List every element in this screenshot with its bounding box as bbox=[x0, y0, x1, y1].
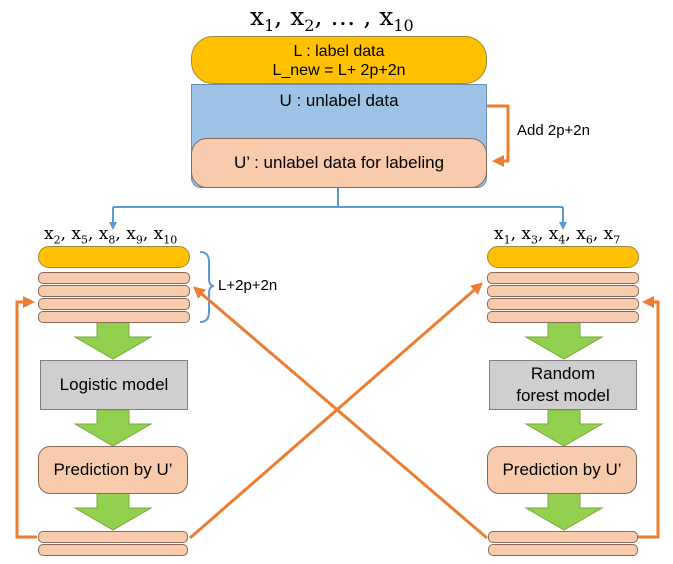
right-unlabeled-stripe bbox=[487, 285, 639, 297]
right-prediction-box: Prediction by U’ bbox=[487, 446, 637, 494]
left-labeled-block bbox=[38, 246, 190, 268]
unlabel-for-labeling-box: U’ : unlabel data for labeling bbox=[191, 138, 487, 188]
green-arrow-right-1 bbox=[524, 321, 604, 360]
right-feature-sub: 1 bbox=[503, 233, 511, 247]
split-connector bbox=[113, 188, 563, 208]
left-unlabeled-stripe bbox=[38, 311, 190, 323]
right-feedback-arrow bbox=[638, 296, 660, 539]
label-data-box: L : label data L_new = L+ 2p+2n bbox=[191, 36, 487, 84]
left-feature-sub: 5 bbox=[81, 233, 88, 247]
add-label: Add 2p+2n bbox=[517, 122, 590, 139]
green-arrow-left-1 bbox=[73, 321, 153, 360]
left-brace bbox=[199, 251, 215, 323]
left-output-stripe bbox=[38, 531, 188, 543]
right-feature-sub: 4 bbox=[558, 233, 566, 247]
right-prediction-label: Prediction by U’ bbox=[502, 460, 622, 479]
right-feature-sub: 7 bbox=[613, 233, 621, 247]
brace-label: L+2p+2n bbox=[218, 277, 278, 294]
title-x1: x bbox=[250, 2, 265, 31]
random-forest-model-label: Random forest model bbox=[516, 364, 610, 405]
left-feature-sub: 8 bbox=[108, 233, 116, 247]
logistic-model-box: Logistic model bbox=[40, 360, 188, 410]
logistic-model-label: Logistic model bbox=[59, 375, 169, 394]
title-x10: , … , x bbox=[314, 2, 394, 31]
title-sub2: 2 bbox=[304, 16, 315, 35]
right-unlabeled-stripe bbox=[487, 272, 639, 284]
right-feature-sub: 6 bbox=[585, 233, 593, 247]
left-prediction-label: Prediction by U’ bbox=[53, 460, 173, 479]
left-feature-sub: 10 bbox=[163, 233, 178, 247]
add-loop-arrow bbox=[487, 104, 510, 167]
right-output-stripe bbox=[488, 531, 638, 543]
left-prediction-box: Prediction by U’ bbox=[38, 446, 188, 494]
label-data-title: L : label data bbox=[293, 43, 385, 60]
left-unlabeled-stripe bbox=[38, 285, 190, 297]
green-arrow-right-2 bbox=[524, 409, 604, 447]
green-arrow-right-3 bbox=[524, 492, 604, 531]
random-forest-model-box: Random forest model bbox=[489, 360, 637, 410]
green-arrow-left-3 bbox=[73, 492, 153, 531]
cross-arrow-right-to-left bbox=[192, 286, 488, 540]
cross-arrow-left-to-right bbox=[189, 282, 484, 540]
label-new-formula: L_new = L+ 2p+2n bbox=[272, 62, 406, 79]
left-feature-sub: 9 bbox=[135, 233, 143, 247]
right-labeled-block bbox=[487, 246, 639, 268]
diagram-title: x1, x2, … , x10 bbox=[250, 2, 430, 35]
title-sub1: 1 bbox=[264, 16, 275, 35]
left-unlabeled-stripe bbox=[38, 272, 190, 284]
title-sub3: 10 bbox=[393, 16, 414, 35]
left-feature-set: x2, x5, x8, x9, x10 bbox=[44, 224, 178, 247]
left-unlabeled-stripe bbox=[38, 298, 190, 310]
right-unlabeled-stripe bbox=[487, 298, 639, 310]
unlabel-for-labeling-label: U’ : unlabel data for labeling bbox=[233, 153, 445, 172]
left-output-stripe bbox=[38, 544, 188, 556]
right-unlabeled-stripe bbox=[487, 311, 639, 323]
unlabel-data-title: U : unlabel data bbox=[279, 91, 399, 110]
right-feature-set: x1, x3, x4, x6, x7 bbox=[494, 224, 621, 247]
right-feature-sub: 3 bbox=[531, 233, 538, 247]
title-x2: , x bbox=[274, 2, 305, 31]
left-feedback-arrow bbox=[15, 296, 37, 539]
left-feature-sub: 2 bbox=[53, 233, 61, 247]
green-arrow-left-2 bbox=[73, 409, 153, 447]
right-output-stripe bbox=[488, 544, 638, 556]
